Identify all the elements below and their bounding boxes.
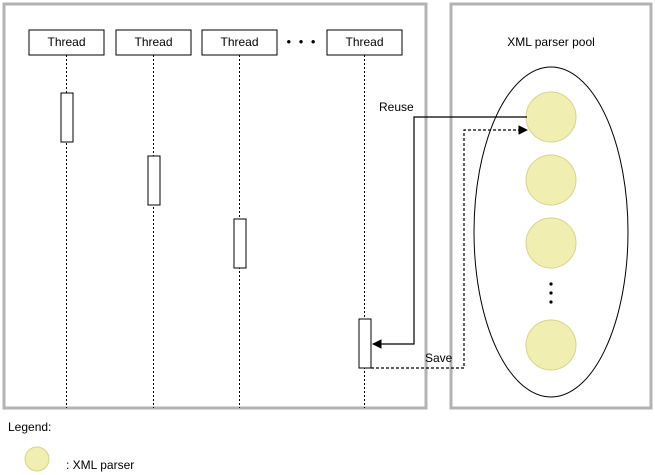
activation-1	[60, 92, 74, 143]
threads-panel	[2, 2, 428, 410]
thread-box-3	[201, 29, 278, 56]
pool-ellipsis	[549, 282, 553, 304]
thread-2: Thread	[115, 29, 192, 408]
thread-1: Thread	[28, 29, 105, 408]
legend-title: Legend:	[8, 420, 51, 434]
activation-4	[358, 318, 372, 369]
thread-label-1: Thread	[47, 35, 85, 49]
thread-box-4	[326, 29, 403, 56]
thread-label-2: Thread	[134, 35, 172, 49]
parser-4	[525, 319, 577, 371]
activation-3	[233, 218, 247, 269]
save-label: Save	[425, 351, 453, 365]
thread-box-2	[115, 29, 192, 56]
pool-title: XML parser pool	[507, 35, 595, 49]
thread-4: Thread	[326, 29, 403, 408]
reuse-label: Reuse	[379, 100, 414, 114]
reuse-arrow	[372, 116, 527, 349]
thread-ellipsis: • • •	[287, 34, 318, 49]
thread-3: Thread	[201, 29, 278, 408]
thread-box-1	[28, 29, 105, 56]
parser-2	[525, 154, 577, 206]
legend-parser-icon	[24, 446, 50, 472]
parser-3	[525, 217, 577, 269]
parser-1	[525, 91, 577, 143]
thread-label-4: Thread	[345, 35, 383, 49]
thread-label-3: Thread	[220, 35, 258, 49]
activation-2	[147, 155, 161, 206]
pool-panel	[449, 2, 653, 410]
legend-parser-label: : XML parser	[66, 458, 134, 472]
save-arrow	[371, 125, 528, 369]
pool-ellipse	[473, 66, 629, 398]
